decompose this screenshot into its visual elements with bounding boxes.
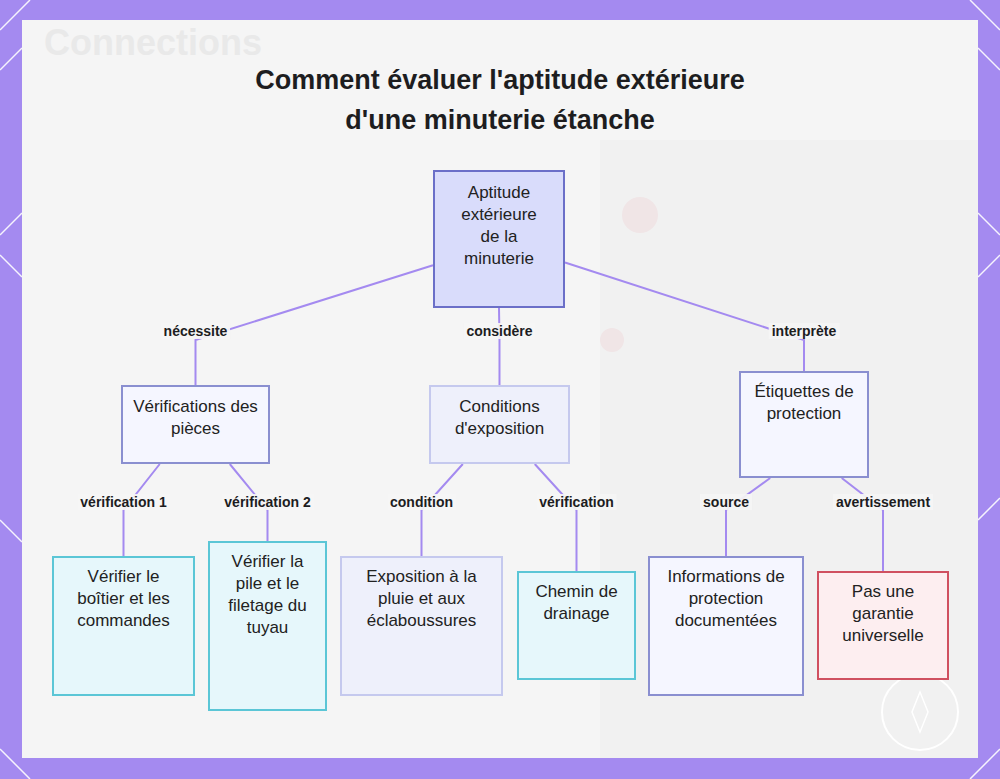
concept-box: Vérifications des pièces xyxy=(121,385,270,464)
box-label: Vérifier la pile et le filetage du tuyau xyxy=(222,551,313,639)
edge-label: nécessite xyxy=(161,323,231,339)
connector-line xyxy=(124,464,160,556)
concept-box: Chemin de drainage xyxy=(517,571,636,680)
box-label: Exposition à la pluie et aux éclaboussur… xyxy=(354,566,489,632)
connector-line xyxy=(196,265,434,385)
edge-label: considère xyxy=(463,323,535,339)
box-label: Vérifier le boîtier et les commandes xyxy=(68,566,179,632)
box-label: Aptitude extérieure de la minuterie xyxy=(451,182,547,270)
concept-box: Vérifier le boîtier et les commandes xyxy=(52,556,195,696)
connector-line xyxy=(726,478,770,556)
edge-label: source xyxy=(700,494,752,510)
edge-label: condition xyxy=(387,494,456,510)
concept-box: Aptitude extérieure de la minuterie xyxy=(433,170,565,308)
connector-line xyxy=(498,308,501,385)
edge-label: vérification 2 xyxy=(221,494,313,510)
connector-line xyxy=(842,478,883,571)
edge-label: avertissement xyxy=(833,494,933,510)
box-label: Chemin de drainage xyxy=(529,581,624,625)
box-label: Vérifications des pièces xyxy=(131,396,260,440)
connector-line xyxy=(565,262,804,371)
edge-label: vérification 1 xyxy=(77,494,169,510)
concept-box: Vérifier la pile et le filetage du tuyau xyxy=(208,541,327,711)
concept-box: Exposition à la pluie et aux éclaboussur… xyxy=(340,556,503,696)
concept-box: Conditions d'exposition xyxy=(429,385,570,464)
box-label: Étiquettes de protection xyxy=(751,381,857,425)
concept-box: Informations de protection documentées xyxy=(648,556,804,696)
connector-line xyxy=(422,464,463,556)
card-background xyxy=(22,20,978,758)
logo-mark xyxy=(882,674,958,750)
faded-photo xyxy=(600,140,978,758)
box-label: Informations de protection documentées xyxy=(660,566,792,632)
edge-label: interprète xyxy=(769,323,840,339)
concept-box: Étiquettes de protection xyxy=(739,371,869,478)
diagram-title: Comment évaluer l'aptitude extérieure d'… xyxy=(240,60,760,140)
watermark-text: Connections xyxy=(44,22,262,64)
edge-label: vérification xyxy=(536,494,617,510)
box-label: Conditions d'exposition xyxy=(439,396,560,440)
connector-line xyxy=(535,464,577,571)
concept-box: Pas une garantie universelle xyxy=(817,571,949,680)
box-label: Pas une garantie universelle xyxy=(831,581,935,647)
